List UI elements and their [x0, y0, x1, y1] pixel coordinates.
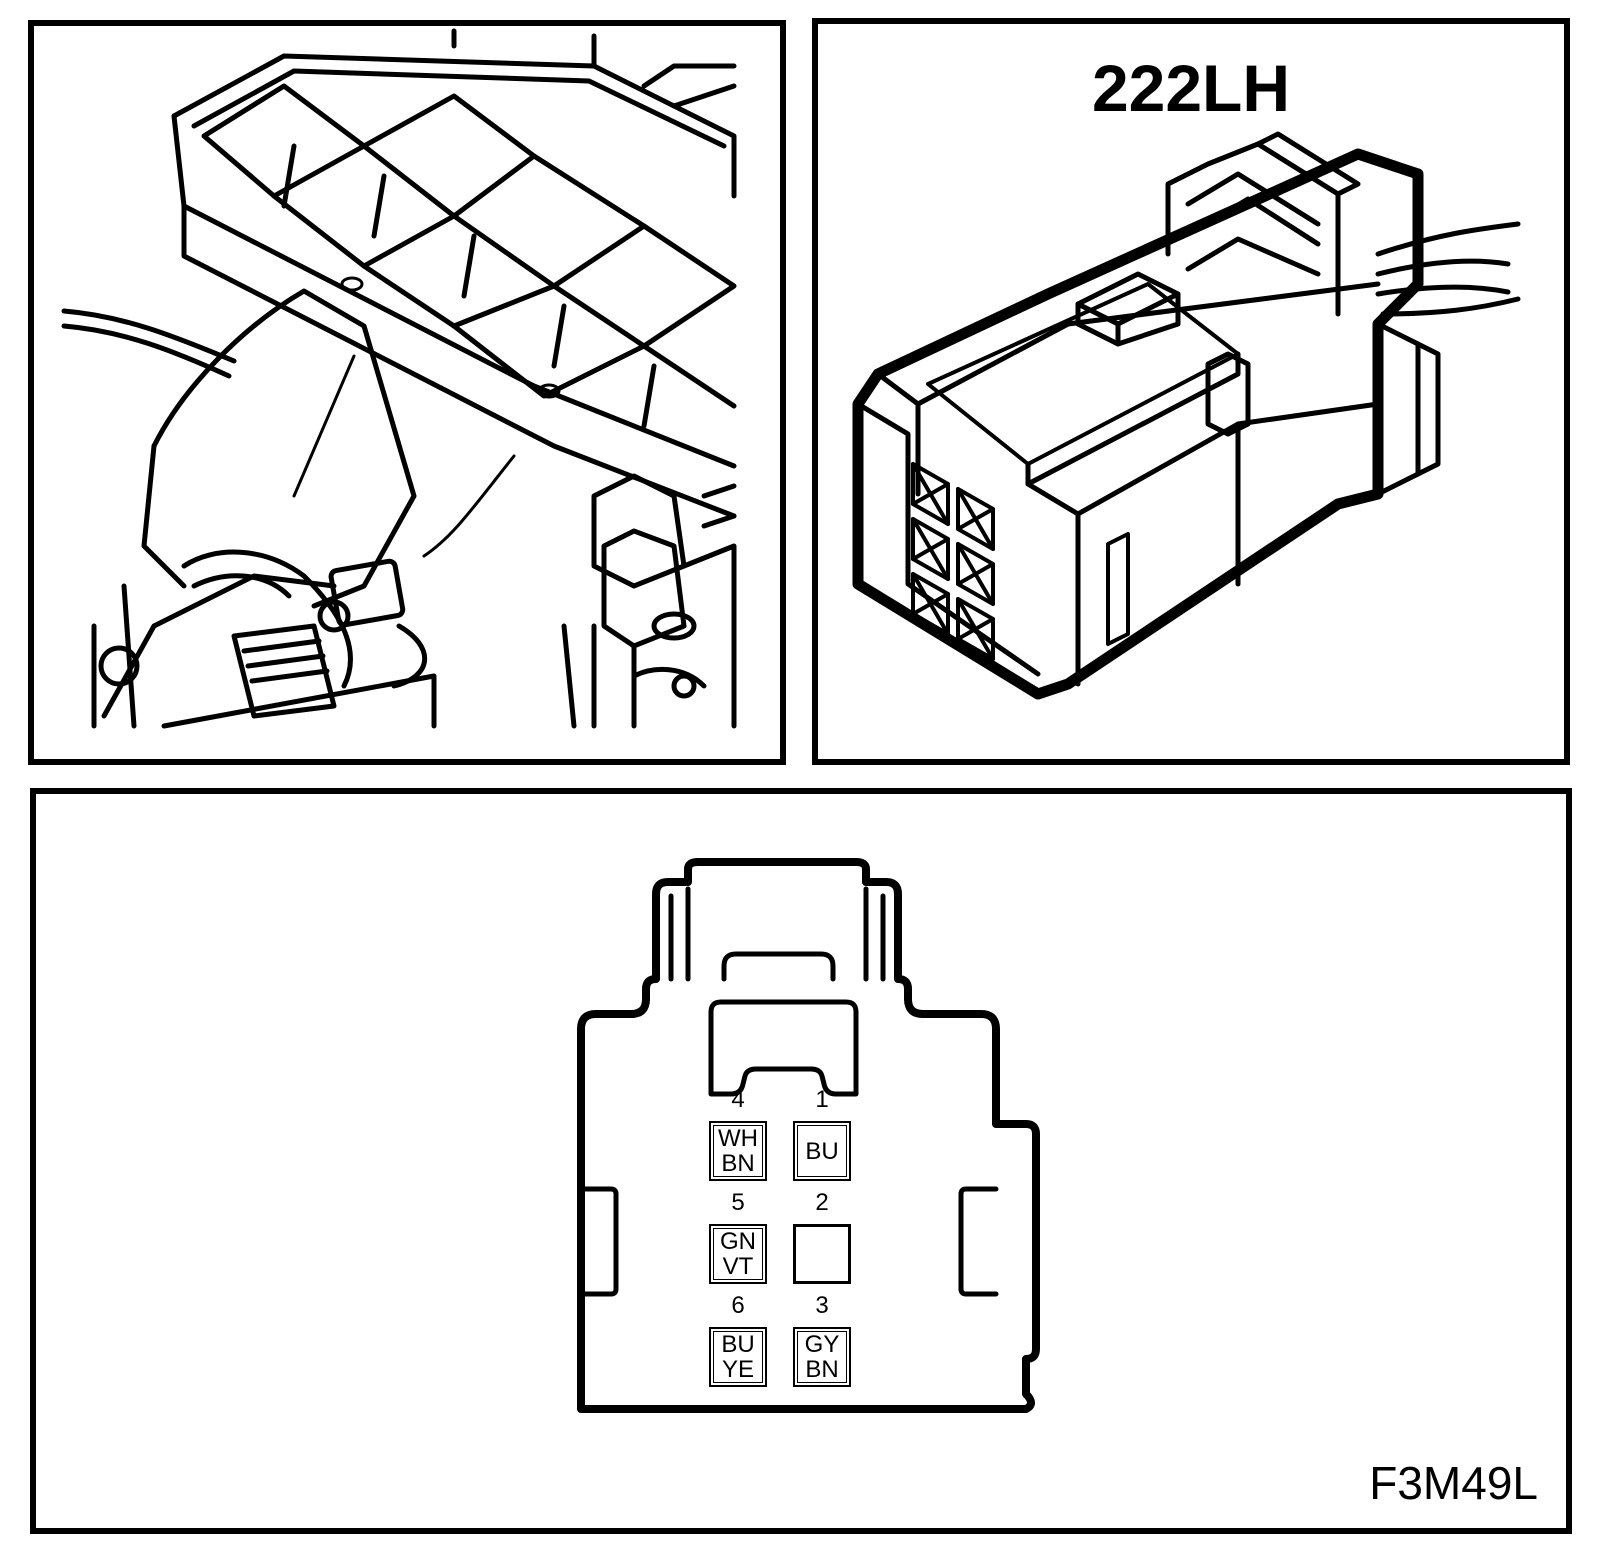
wire-color-primary: BU	[805, 1137, 839, 1165]
location-illustration-panel	[28, 20, 786, 765]
pin-number-1: 1	[815, 1086, 829, 1113]
pin-number-3: 3	[815, 1292, 829, 1319]
connector-3d-drawing	[852, 131, 1521, 700]
wire-color-stripe: BN	[721, 1150, 755, 1177]
wire-color-primary: WH	[718, 1125, 758, 1152]
pinout-panel: 4 1 5 2 6 3 WH BN BU GN VT BU YE GY BN F…	[30, 788, 1572, 1534]
pin-number-6: 6	[731, 1292, 745, 1319]
wire-color-primary: BU	[721, 1331, 755, 1358]
pin-5-wire-colors: GN VT	[709, 1224, 767, 1284]
wire-color-stripe: BN	[805, 1356, 839, 1383]
connector-view-panel: 222LH	[812, 18, 1570, 765]
pin-3-wire-colors: GY BN	[793, 1327, 851, 1387]
pin-4-wire-colors: WH BN	[709, 1121, 767, 1181]
pin-number-4: 4	[731, 1086, 745, 1113]
wire-color-primary: GY	[804, 1331, 840, 1358]
wire-color-primary: GN	[720, 1228, 756, 1255]
wire-color-stripe: VT	[722, 1253, 754, 1280]
wire-color-stripe: YE	[721, 1356, 754, 1383]
connector-id-label: 222LH	[1091, 51, 1291, 125]
figure-code-label: F3M49L	[1369, 1457, 1538, 1509]
pin-number-5: 5	[731, 1189, 745, 1216]
connector-face-outline	[577, 858, 1040, 1413]
pin-number-2: 2	[815, 1189, 829, 1216]
pin-1-wire-colors: BU	[793, 1121, 851, 1181]
component-location-drawing	[61, 28, 737, 729]
pin-6-wire-colors: BU YE	[709, 1327, 767, 1387]
pin-2-empty-cavity	[793, 1224, 851, 1284]
